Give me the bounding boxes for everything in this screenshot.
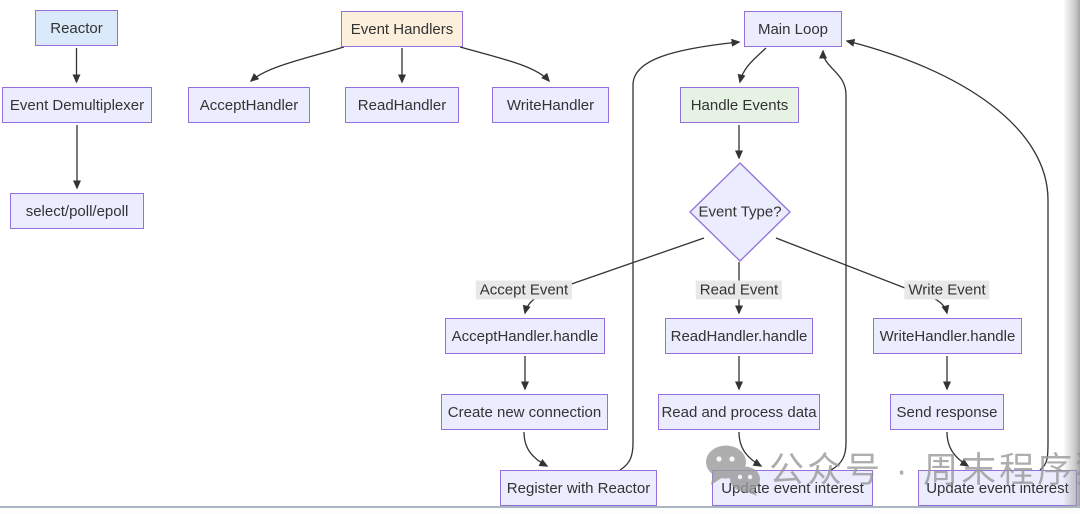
node-event-type-label[interactable]: Event Type? [698, 203, 782, 221]
node-write-handler[interactable]: WriteHandler [492, 87, 609, 123]
edge-label-read-event: Read Event [695, 280, 783, 300]
node-write-handler-handle[interactable]: WriteHandler.handle [873, 318, 1022, 354]
node-send-response[interactable]: Send response [890, 394, 1004, 430]
edge-mainloop-to-handleevents [737, 47, 767, 84]
node-event-demultiplexer[interactable]: Event Demultiplexer [2, 87, 152, 123]
node-reactor[interactable]: Reactor [35, 10, 118, 46]
node-accept-handler[interactable]: AcceptHandler [188, 87, 310, 123]
bottom-border-line [0, 506, 1080, 508]
edge-handlers-to-accepthandler [249, 46, 345, 82]
node-event-handlers[interactable]: Event Handlers [341, 11, 463, 47]
right-edge-shadow [1063, 0, 1080, 514]
edge-label-accept-event: Accept Event [475, 280, 573, 300]
node-update-event-interest-write[interactable]: Update event interest [918, 470, 1077, 506]
edge-eventtype-to-writehandle [775, 237, 950, 315]
node-accept-handler-handle[interactable]: AcceptHandler.handle [445, 318, 605, 354]
node-read-handler-handle[interactable]: ReadHandler.handle [665, 318, 813, 354]
edge-createconn-to-register [523, 431, 549, 467]
edge-handlers-to-writehandler [459, 46, 550, 83]
event-type-diamond [689, 162, 791, 262]
edge-register-to-mainloop [619, 38, 741, 471]
node-main-loop[interactable]: Main Loop [744, 11, 842, 47]
edge-readdata-to-updateinterest [738, 431, 763, 467]
edge-label-write-event: Write Event [904, 280, 990, 300]
node-register-with-reactor[interactable]: Register with Reactor [500, 470, 657, 506]
node-read-handler[interactable]: ReadHandler [345, 87, 459, 123]
node-read-and-process-data[interactable]: Read and process data [658, 394, 820, 430]
node-update-event-interest-read[interactable]: Update event interest [712, 470, 873, 506]
edge-updateinterest-write-to-mainloop [845, 38, 1049, 471]
edge-sendresponse-to-updateinterest [946, 431, 970, 467]
node-handle-events[interactable]: Handle Events [680, 87, 799, 123]
bottom-strip [0, 508, 1080, 514]
edge-eventtype-to-accepthandle [522, 237, 705, 315]
node-create-new-connection[interactable]: Create new connection [441, 394, 608, 430]
node-select-poll-epoll[interactable]: select/poll/epoll [10, 193, 144, 229]
edge-updateinterest-read-to-mainloop [819, 49, 847, 471]
